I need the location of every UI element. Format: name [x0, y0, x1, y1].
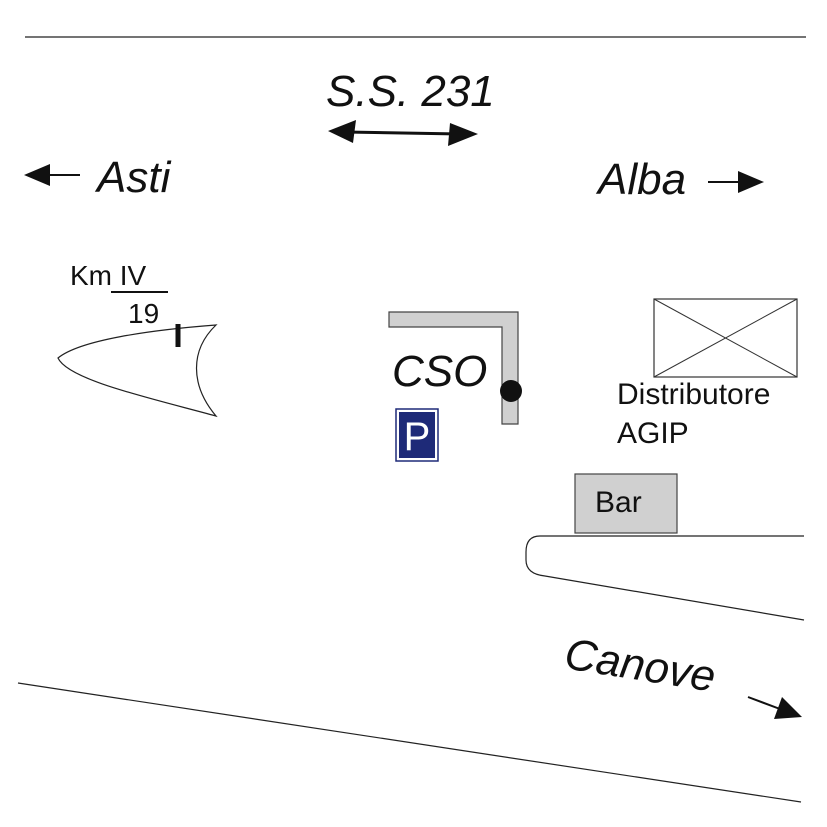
traffic-island: [57, 324, 218, 418]
double-arrow-icon: [328, 120, 478, 146]
parking-label: P: [404, 415, 431, 459]
location-dot-icon: [500, 380, 522, 402]
road-edge-bottom: [17, 682, 802, 803]
km-marker-bottom: 19: [128, 298, 159, 329]
km-marker-top: Km IV: [70, 260, 147, 291]
station-label-line2: AGIP: [617, 417, 689, 450]
bar-label: Bar: [595, 486, 642, 519]
bar-building: [574, 473, 678, 534]
fuel-station-box: [653, 298, 798, 378]
arrow-left-icon: [24, 164, 80, 186]
direction-alba: Alba: [595, 155, 686, 204]
cso-label: CSO: [392, 347, 487, 396]
parking-sign-icon: P: [395, 408, 439, 462]
station-label-line1: Distributore: [617, 378, 770, 411]
side-road-edge: [525, 535, 805, 621]
direction-canove: Canove: [561, 629, 718, 701]
direction-asti: Asti: [94, 153, 172, 202]
arrow-down-right-icon: [747, 696, 802, 719]
road-label: S.S. 231: [326, 67, 495, 116]
arrow-right-icon: [708, 171, 764, 193]
cso-building: [388, 311, 519, 425]
